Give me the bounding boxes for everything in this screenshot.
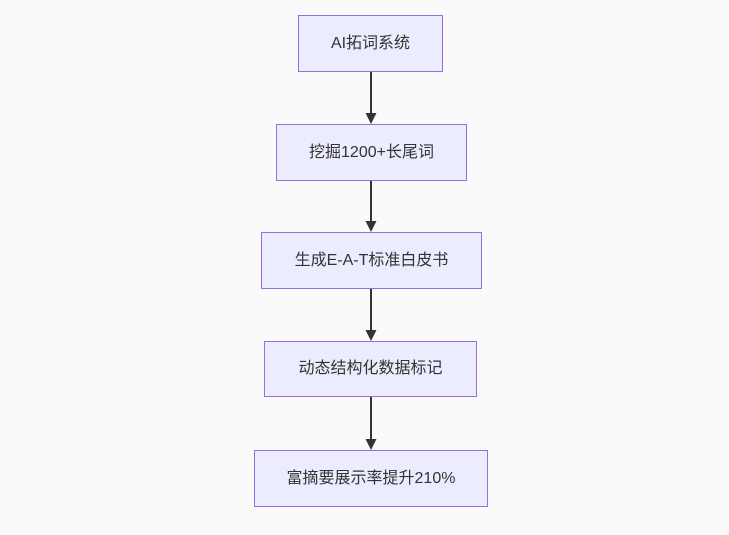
flow-arrow-down	[365, 289, 377, 341]
flow-node-label: AI拓词系统	[330, 34, 411, 52]
flow-arrow-down	[365, 397, 377, 450]
flow-node: 动态结构化数据标记	[264, 341, 477, 397]
flow-node: 生成E-A-T标准白皮书	[261, 232, 482, 289]
flow-arrow-down	[365, 72, 377, 124]
flow-node-label: 生成E-A-T标准白皮书	[294, 251, 449, 269]
flow-node-label: 富摘要展示率提升210%	[286, 469, 456, 487]
flow-node-label: 动态结构化数据标记	[298, 360, 443, 377]
flow-node: 挖掘1200+长尾词	[276, 124, 467, 181]
flow-node-label: 挖掘1200+长尾词	[309, 143, 434, 161]
flow-node: AI拓词系统	[298, 15, 443, 72]
flow-arrow-down	[365, 181, 377, 232]
flow-node: 富摘要展示率提升210%	[254, 450, 488, 507]
